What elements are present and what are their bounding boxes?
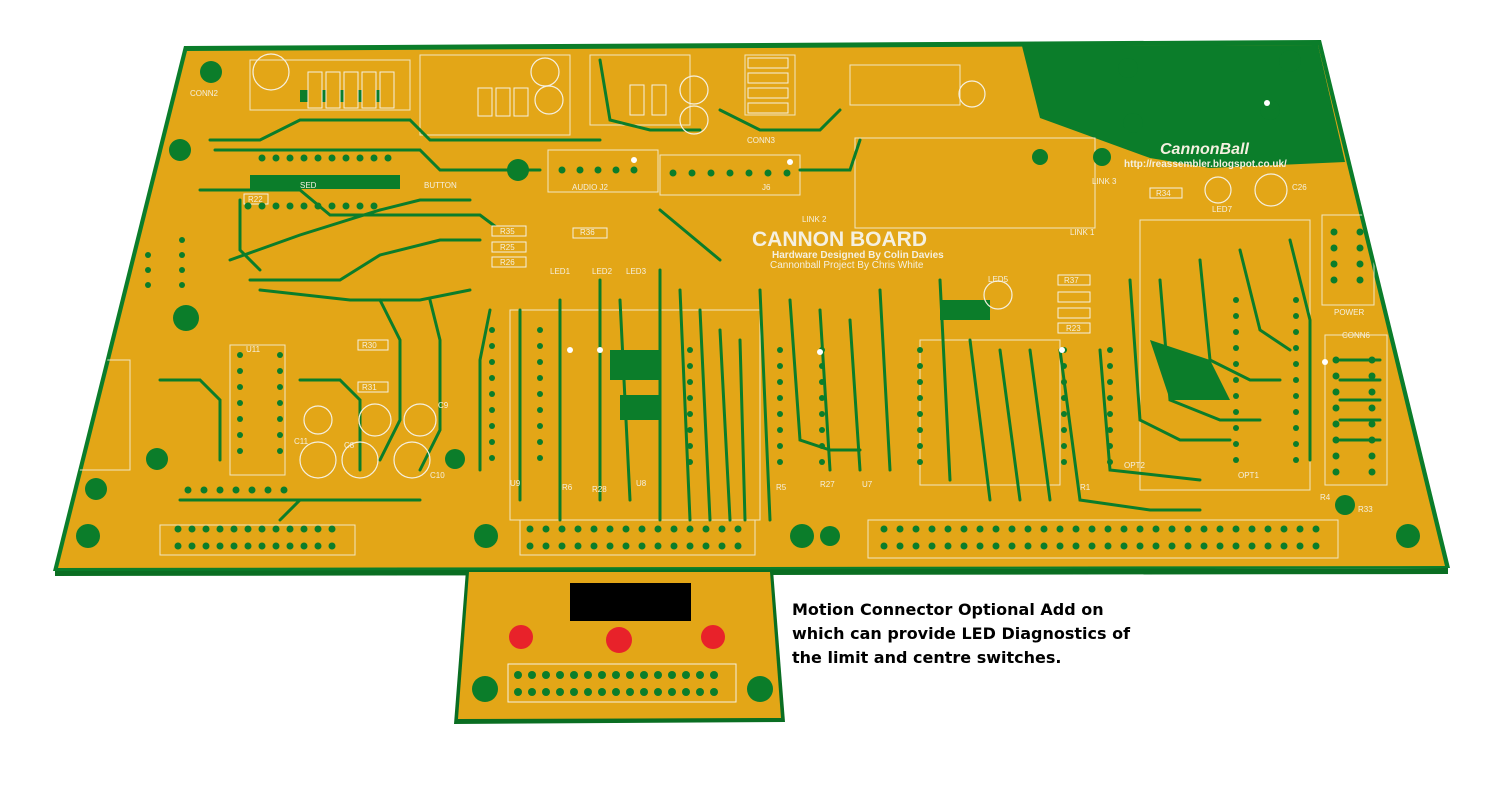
- label-u7: U7: [862, 480, 873, 489]
- label-r22: R22: [248, 195, 263, 204]
- label-r34: R34: [1156, 189, 1171, 198]
- label-conn6: CONN6: [1342, 331, 1371, 340]
- label-button: BUTTON: [424, 181, 457, 190]
- board-title: CANNON BOARD: [752, 228, 927, 251]
- label-u8: U8: [636, 479, 647, 488]
- label-r26: R26: [500, 258, 515, 267]
- cannonball-logo: CannonBall: [1160, 141, 1249, 158]
- component-labels: CONN2 CONN3 CONN6 POWER AUDIO J2 J6 LINK…: [190, 89, 1373, 514]
- main-board: [58, 45, 1445, 568]
- label-j6: J6: [762, 183, 771, 192]
- motion-connector-addon: [454, 570, 785, 724]
- label-conn2: CONN2: [190, 89, 219, 98]
- label-r37: R37: [1064, 276, 1079, 285]
- addon-led-right: [701, 625, 725, 649]
- label-c10: C10: [430, 471, 445, 480]
- resistors: [243, 57, 1183, 393]
- label-r5: R5: [776, 483, 787, 492]
- indicator-dots: [567, 100, 1328, 365]
- label-r33: R33: [1358, 505, 1373, 514]
- label-audio-j2: AUDIO J2: [572, 183, 609, 192]
- label-link2: LINK 2: [802, 215, 827, 224]
- caption-line-3: the limit and centre switches.: [792, 648, 1062, 667]
- label-r25: R25: [500, 243, 515, 252]
- addon-connector-pins: [514, 671, 718, 696]
- label-c9: C9: [438, 401, 449, 410]
- label-led7: LED7: [1212, 205, 1233, 214]
- label-c26: C26: [1292, 183, 1307, 192]
- label-led5: LED5: [988, 275, 1009, 284]
- addon-caption: Motion Connector Optional Add on which c…: [792, 598, 1152, 670]
- credit-line-2: Cannonball Project By Chris White: [770, 260, 924, 271]
- capacitors: [252, 53, 1288, 479]
- caption-line-2: which can provide LED Diagnostics of: [792, 624, 1131, 643]
- label-r30: R30: [362, 341, 377, 350]
- label-opt2: OPT2: [1124, 461, 1145, 470]
- label-r36: R36: [580, 228, 595, 237]
- label-conn3: CONN3: [747, 136, 776, 145]
- addon-mounting-hole-right: [747, 676, 773, 702]
- credit-line-1: Hardware Designed By Colin Davies: [772, 250, 944, 261]
- label-opt1: OPT1: [1238, 471, 1259, 480]
- label-r23: R23: [1066, 324, 1081, 333]
- label-u9: U9: [510, 479, 521, 488]
- board-artwork: [69, 45, 1420, 559]
- green-pour-top-right: [1022, 45, 1345, 168]
- label-r35: R35: [500, 227, 515, 236]
- addon-connector-outline: [507, 663, 737, 703]
- pad-rows: [145, 154, 1376, 550]
- ic-pins: [237, 297, 1299, 465]
- label-u11: U11: [246, 345, 261, 354]
- label-sed: SED: [300, 181, 317, 190]
- label-link3: LINK 3: [1092, 177, 1117, 186]
- label-link1: LINK 1: [1070, 228, 1095, 237]
- label-r28: R28: [592, 485, 607, 494]
- label-power: POWER: [1334, 308, 1364, 317]
- label-r1: R1: [1080, 483, 1091, 492]
- addon-display: [570, 583, 691, 621]
- addon-led-left: [509, 625, 533, 649]
- label-r4: R4: [1320, 493, 1331, 502]
- addon-led-centre: [606, 627, 632, 653]
- blog-url: http://reassembler.blogspot.co.uk/: [1124, 159, 1287, 170]
- caption-line-1: Motion Connector Optional Add on: [792, 600, 1104, 619]
- silkscreen-outlines: [69, 54, 1388, 559]
- traces: [158, 58, 1382, 522]
- label-r27: R27: [820, 480, 835, 489]
- addon-mounting-hole-left: [472, 676, 498, 702]
- label-r6: R6: [562, 483, 573, 492]
- label-c11: C11: [294, 437, 309, 446]
- label-led3: LED3: [626, 267, 647, 276]
- label-led2: LED2: [592, 267, 613, 276]
- label-c8: C8: [344, 441, 355, 450]
- label-r31: R31: [362, 383, 377, 392]
- label-led1: LED1: [550, 267, 571, 276]
